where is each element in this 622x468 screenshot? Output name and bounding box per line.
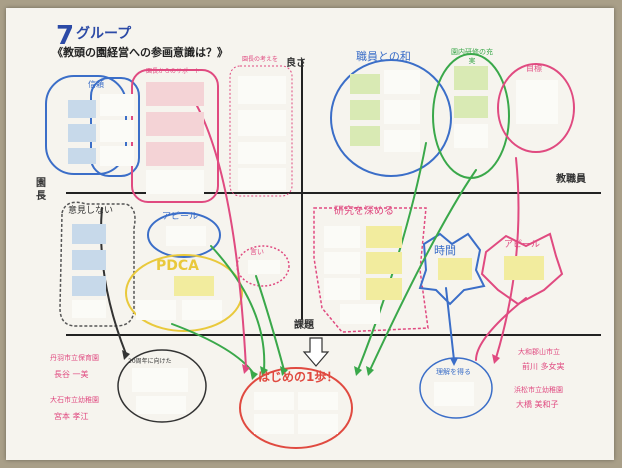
sticky-note (350, 126, 380, 146)
sticky-note (324, 278, 360, 300)
sticky-note (434, 382, 474, 406)
sticky-note (72, 276, 106, 296)
sticky-note (298, 414, 338, 434)
sticky-note (72, 224, 106, 244)
sticky-note (100, 94, 134, 116)
cluster-title-appeal-right: アピール (504, 240, 541, 250)
sticky-note (68, 100, 96, 118)
member-right-name-1: 前川 多女実 (522, 362, 565, 371)
sticky-note (298, 392, 338, 410)
axis-staff-label: 教職員 (556, 174, 586, 185)
sticky-note (136, 300, 176, 320)
axis-issue-label: 課題 (292, 320, 316, 333)
sticky-note (384, 130, 420, 152)
sticky-note (100, 120, 134, 142)
member-right-org-2: 浜松市立幼稚園 (514, 386, 563, 394)
outcome-left-title: 20周年に向けた (128, 358, 172, 365)
sticky-note (182, 300, 222, 320)
cluster-title-training: 園内研修の充実 (451, 48, 493, 65)
cluster-title-appeal-left: アピール (162, 212, 199, 222)
sticky-note (254, 414, 294, 434)
member-left-name-1: 長谷 一美 (54, 370, 89, 379)
sticky-note (238, 142, 286, 164)
sticky-note (72, 300, 106, 318)
sticky-note (100, 146, 134, 166)
axis-principal-label: 園長 (36, 178, 46, 202)
sticky-note (174, 276, 214, 296)
axis-good-label: 良さ (286, 58, 306, 69)
cluster-title-trust: 信頼 (88, 80, 104, 89)
diagram-lines (45, 53, 601, 449)
sticky-note (504, 256, 544, 280)
member-left-name-2: 宮本 孝江 (54, 412, 89, 421)
sticky-note (384, 100, 420, 124)
cluster-title-research: 研究を深める (334, 206, 394, 217)
sticky-note (366, 226, 402, 248)
sticky-note (454, 66, 488, 90)
sticky-note (248, 260, 280, 274)
sticky-note (340, 304, 380, 324)
sticky-note (238, 110, 286, 136)
sticky-note (68, 148, 96, 164)
sticky-note (72, 250, 106, 270)
sticky-note (324, 252, 360, 274)
theme-title: 《教頭の園経営への参画意識は？》 (52, 46, 228, 59)
sticky-note (146, 170, 204, 194)
member-right-name-2: 大橋 美和子 (516, 400, 559, 409)
sticky-note (350, 100, 380, 120)
cluster-title-support: 園長からのサポート (146, 68, 201, 75)
sticky-note (366, 278, 402, 300)
sticky-note (146, 82, 204, 106)
sticky-note (454, 124, 488, 148)
sticky-note (350, 74, 380, 94)
sticky-note (454, 96, 488, 118)
sticky-note (136, 396, 186, 414)
sticky-note (166, 226, 206, 246)
sticky-note (516, 80, 558, 124)
group-number: 7 (56, 21, 75, 51)
outcome-right-title: 理解を得る (436, 368, 471, 376)
sticky-note (238, 76, 286, 104)
poster-board: 7 グループ 《教頭の園経営への参画意識は？》 (6, 8, 614, 460)
cluster-title-speak: 言い (250, 248, 264, 256)
cluster-title-pdca: PDCA (156, 258, 199, 274)
sticky-note (366, 252, 402, 274)
sticky-note (146, 112, 204, 136)
group-label: グループ (76, 26, 132, 42)
cluster-title-time: 時間 (434, 244, 456, 257)
sticky-note (68, 124, 96, 142)
cluster-title-principal-idea: 園長の考えを (242, 56, 279, 63)
sticky-note (146, 142, 204, 166)
cluster-title-harmony: 職員との和 (356, 50, 411, 63)
outcome-center-title: はじめの1歩！ (258, 370, 339, 384)
sticky-note (238, 168, 286, 190)
member-left-org-1: 丹羽市立保育園 (50, 354, 99, 362)
member-right-org-1: 大和郡山市立 (518, 348, 560, 356)
cluster-title-goal: 目標 (526, 64, 542, 73)
sticky-note (384, 70, 420, 94)
sticky-note (324, 226, 360, 248)
sticky-note (438, 258, 472, 280)
sticky-note (132, 368, 188, 392)
member-left-org-2: 大石市立幼稚園 (50, 396, 99, 404)
cluster-title-no-opinion: 意見しない (68, 206, 114, 216)
sticky-note (254, 392, 294, 410)
